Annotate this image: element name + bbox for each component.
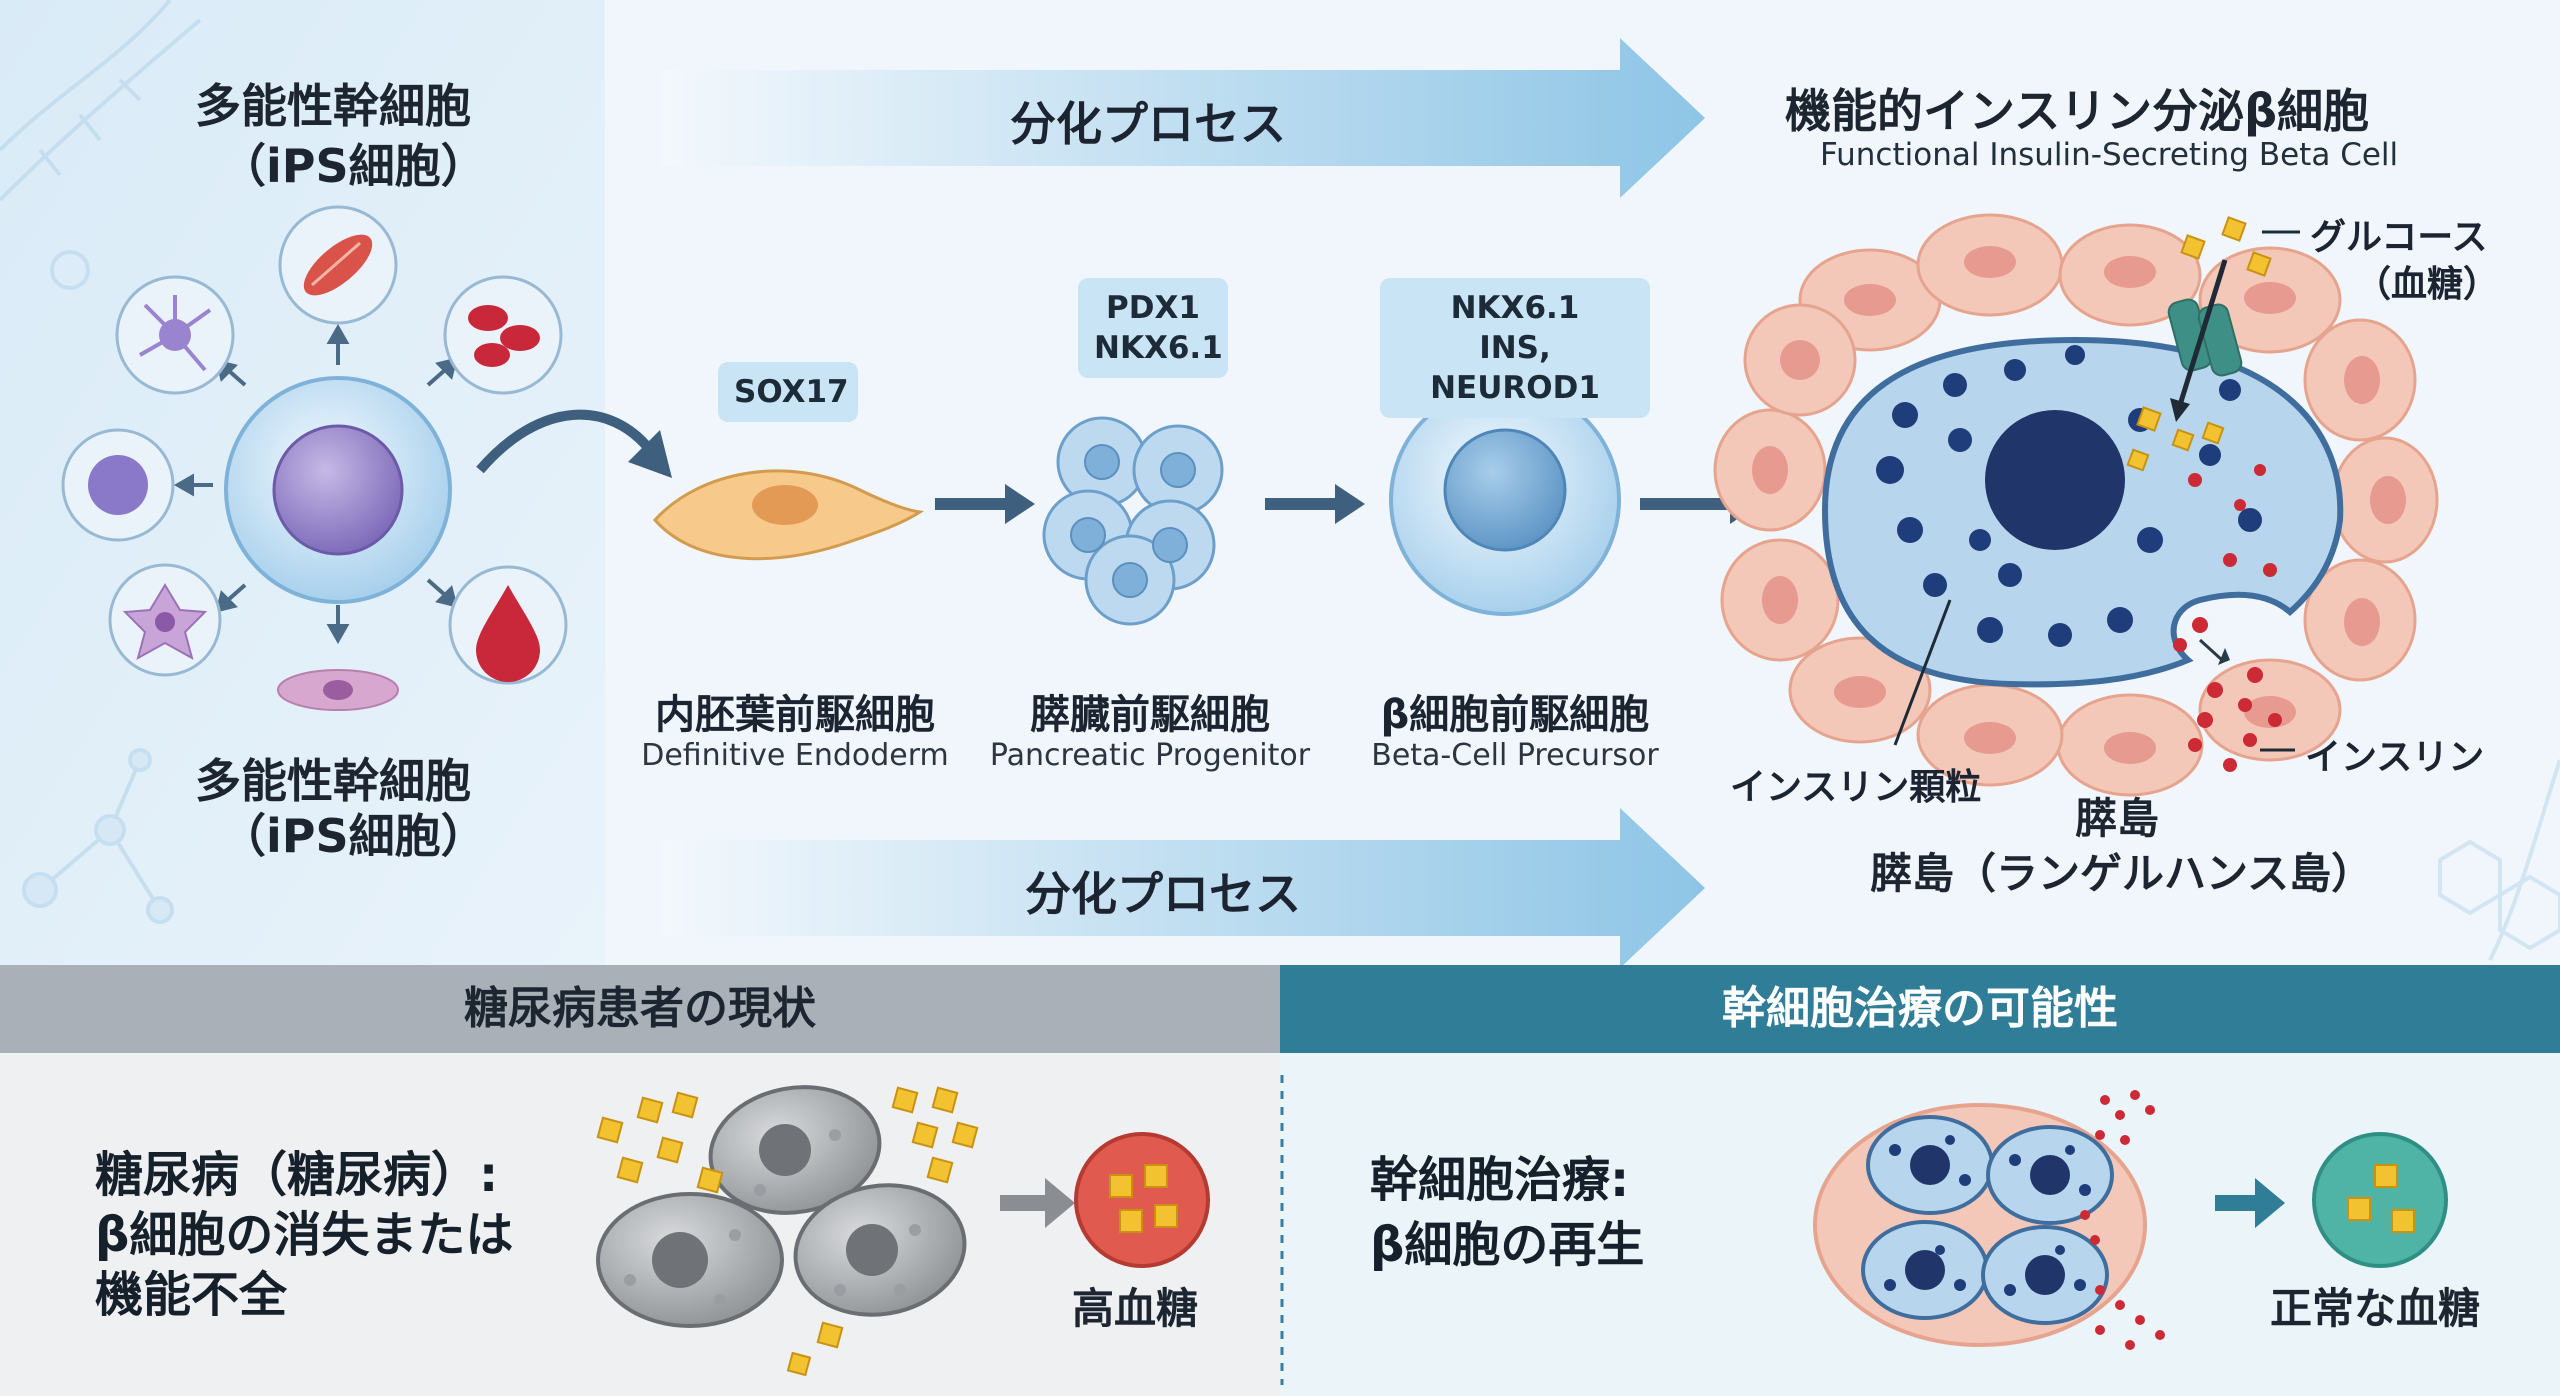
islet-label-line1: 膵島 bbox=[2075, 794, 2160, 843]
ips-bottom-line2: （iPS細胞） bbox=[220, 809, 487, 863]
marker-pdx1-line2: NKX6.1 bbox=[1094, 330, 1223, 366]
ips-bottom-line1: 多能性幹細胞 bbox=[195, 754, 471, 808]
beta-cell-title-en: Functional Insulin-Secreting Beta Cell bbox=[1820, 137, 2399, 173]
ips-title-line1: 多能性幹細胞 bbox=[195, 79, 471, 133]
marker-pdx1: PDX1 NKX6.1 bbox=[1078, 278, 1228, 378]
stage-precursor-jp: β細胞前駆細胞 bbox=[1380, 692, 1650, 738]
normal-glucose-label: 正常な血糖 bbox=[2270, 1284, 2481, 1333]
islet-label-line2: 膵島（ランゲルハンス島） bbox=[1870, 849, 2374, 898]
stage-endoderm-jp: 内胚葉前駆細胞 bbox=[655, 692, 935, 738]
stage-pancreatic-en: Pancreatic Progenitor bbox=[989, 738, 1311, 773]
process-banner-bottom: 分化プロセス bbox=[1025, 867, 1301, 921]
ips-title-line2: （iPS細胞） bbox=[220, 139, 487, 193]
stage-endoderm-en: Definitive Endoderm bbox=[641, 738, 949, 773]
diabetes-line3: 機能不全 bbox=[95, 1267, 288, 1323]
diabetes-line1: 糖尿病（糖尿病）: bbox=[95, 1147, 499, 1203]
section-header-therapy: 幹細胞治療の可能性 bbox=[1280, 965, 2560, 1053]
therapy-line1: 幹細胞治療: bbox=[1370, 1152, 1630, 1208]
section-header-current: 糖尿病患者の現状 bbox=[0, 965, 1280, 1053]
diabetes-line2: β細胞の消失または bbox=[95, 1207, 514, 1263]
marker-sox17-text: SOX17 bbox=[734, 374, 849, 410]
process-banner-top: 分化プロセス bbox=[1010, 97, 1286, 151]
insulin-label: インスリン bbox=[2305, 737, 2485, 778]
marker-nkx61-line1: NKX6.1 bbox=[1450, 290, 1580, 326]
stage-precursor-en: Beta-Cell Precursor bbox=[1371, 738, 1659, 773]
therapy-line2: β細胞の再生 bbox=[1370, 1217, 1645, 1273]
marker-pdx1-line1: PDX1 bbox=[1106, 290, 1200, 326]
marker-nkx61-line2: INS, NEUROD1 bbox=[1430, 330, 1600, 406]
marker-nkx61: NKX6.1 INS, NEUROD1 bbox=[1380, 278, 1650, 418]
glucose-label-line1: グルコース bbox=[2310, 217, 2488, 258]
granule-label: インスリン顆粒 bbox=[1730, 767, 1982, 808]
stage-pancreatic-jp: 膵臓前駆細胞 bbox=[1030, 692, 1270, 738]
glucose-label-line2: （血糖） bbox=[2355, 264, 2500, 305]
beta-cell-title-jp: 機能的インスリン分泌β細胞 bbox=[1785, 84, 2370, 138]
hyperglycemia-label: 高血糖 bbox=[1072, 1284, 1199, 1333]
marker-sox17: SOX17 bbox=[718, 362, 858, 422]
